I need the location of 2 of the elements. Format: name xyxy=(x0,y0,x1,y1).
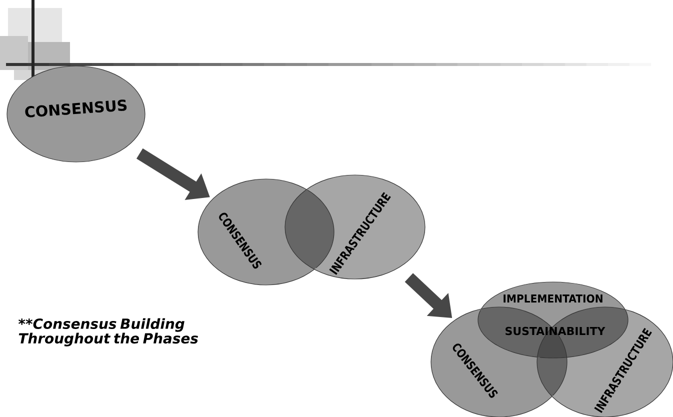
ellipse-node: CONSENSUS xyxy=(6,66,146,162)
note-text: **Consensus Building Throughout the Phases xyxy=(18,318,198,346)
